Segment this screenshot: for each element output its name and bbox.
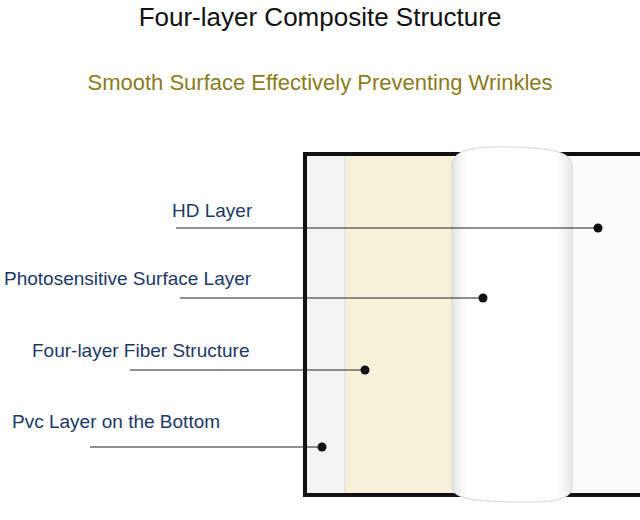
leader-dot <box>594 224 603 233</box>
subtitle: Smooth Surface Effectively Preventing Wr… <box>87 70 552 95</box>
photosensitive-layer <box>452 147 572 502</box>
layer-label: Pvc Layer on the Bottom <box>12 411 220 433</box>
diagram-title: Four-layer Composite Structure <box>0 3 640 33</box>
leader-dots <box>318 224 603 452</box>
leader-dot <box>479 294 488 303</box>
leader-line <box>90 447 322 448</box>
pvc-layer <box>307 156 345 493</box>
layer-label: HD Layer <box>172 200 252 222</box>
fiber-layer <box>345 156 452 493</box>
layer-label: Four-layer Fiber Structure <box>32 340 250 362</box>
leader-dot <box>318 443 327 452</box>
leader-dot <box>361 366 370 375</box>
layer-label: Photosensitive Surface Layer <box>4 268 251 290</box>
leader-line <box>130 370 365 371</box>
layer-edge <box>345 156 346 493</box>
hd-layer <box>572 156 640 493</box>
leader-line <box>180 298 483 299</box>
leader-line <box>176 228 598 229</box>
